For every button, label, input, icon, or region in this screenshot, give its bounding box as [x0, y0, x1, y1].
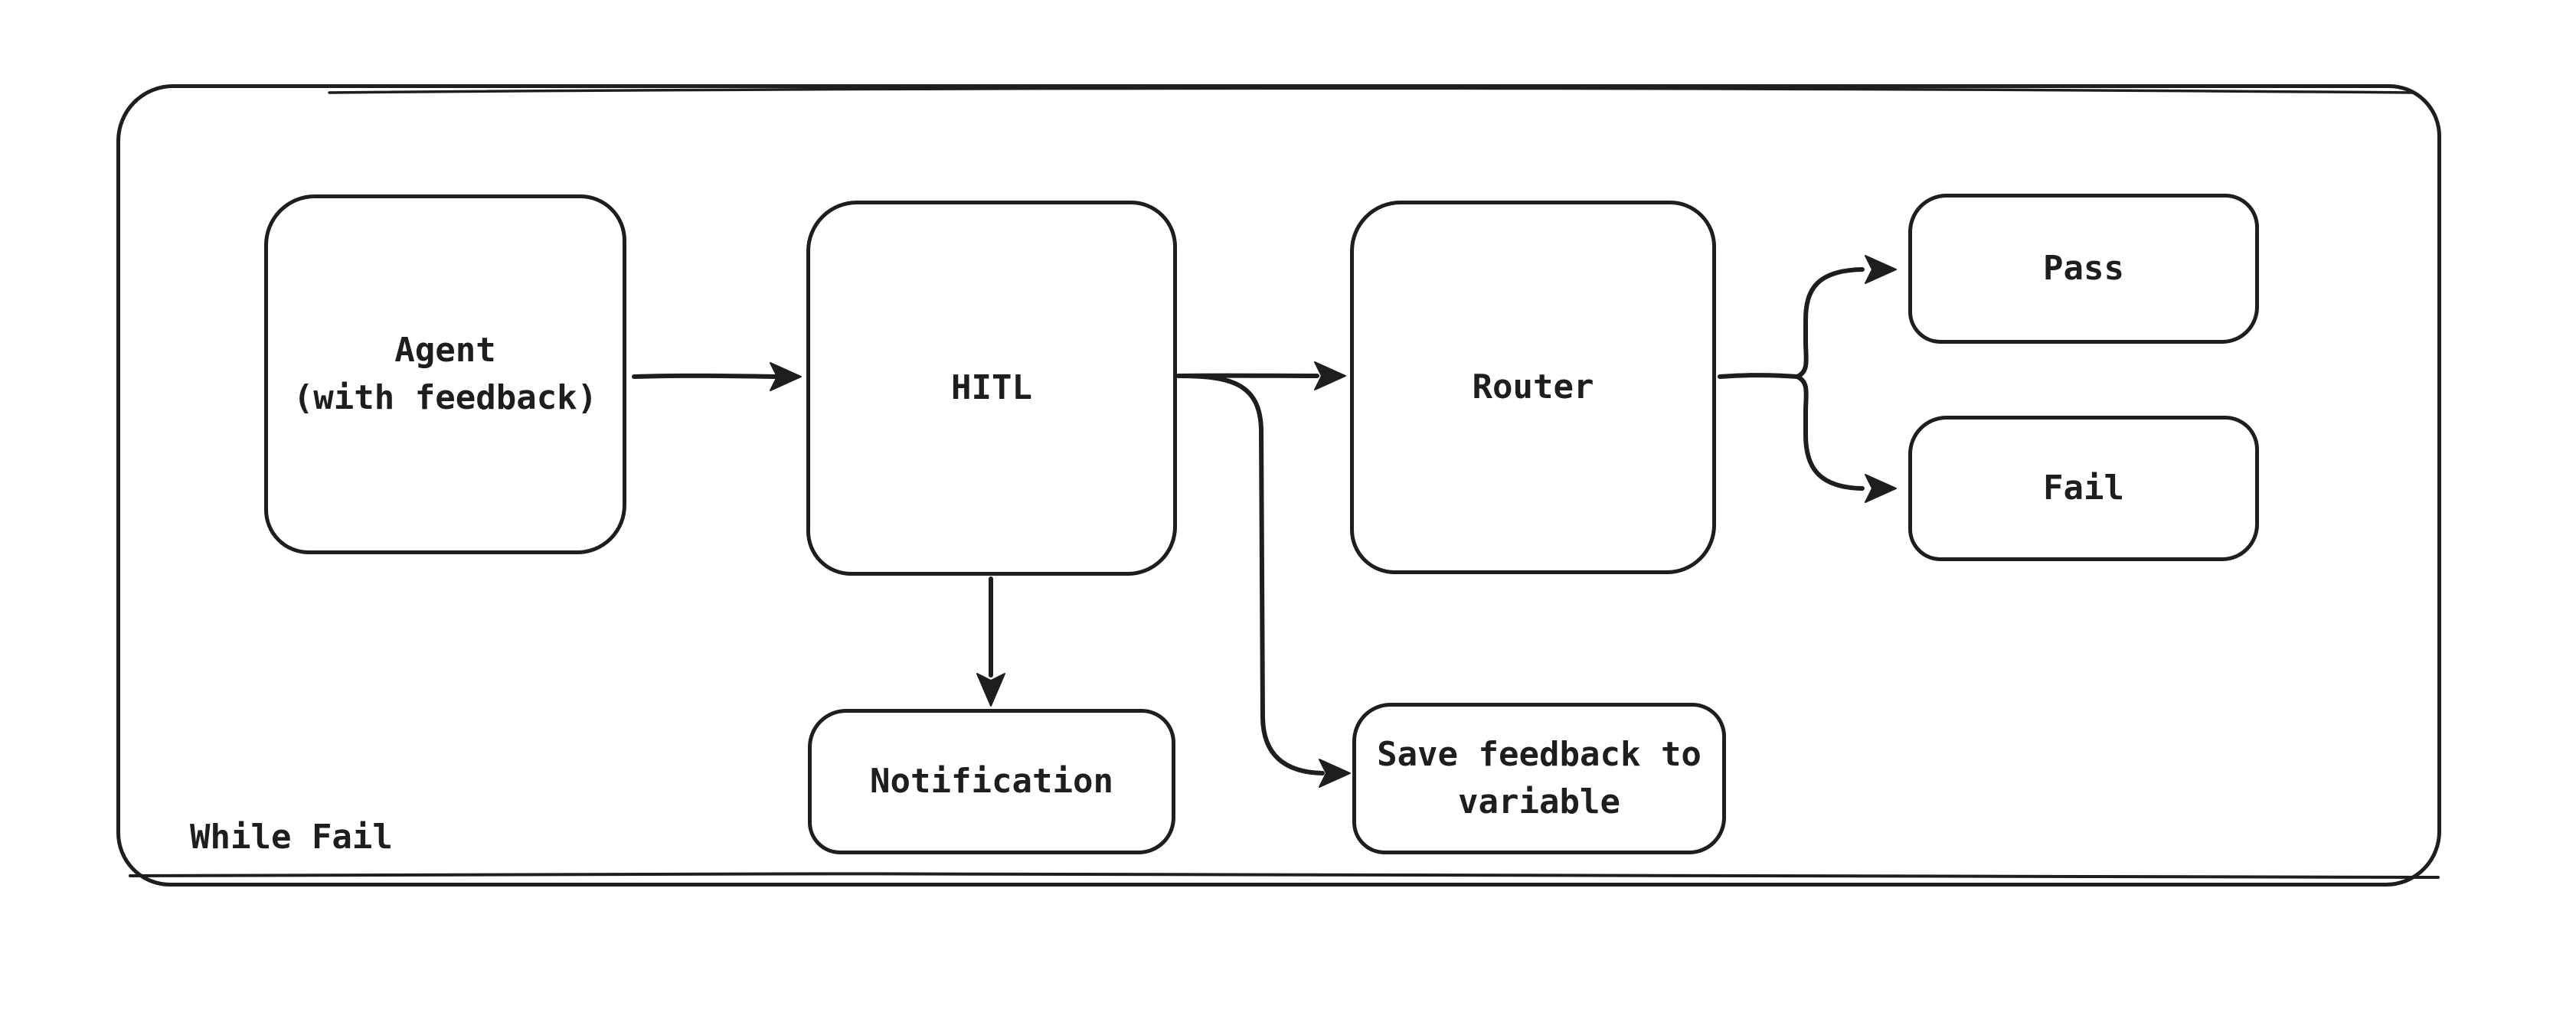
node-pass-label: Pass: [2043, 248, 2124, 288]
container-label: While Fail: [190, 818, 393, 857]
node-save-feedback: Save feedback to variable: [1352, 703, 1726, 854]
node-agent-label-line1: Agent: [394, 330, 496, 370]
node-pass: Pass: [1908, 194, 2259, 344]
while-fail-container: [116, 84, 2441, 887]
node-fail-label: Fail: [2043, 468, 2124, 508]
node-save-feedback-label-line2: variable: [1458, 782, 1620, 821]
node-notification: Notification: [808, 709, 1175, 854]
node-router: Router: [1350, 201, 1716, 574]
node-fail: Fail: [1908, 416, 2259, 561]
node-save-feedback-label-line1: Save feedback to: [1377, 734, 1702, 774]
node-hitl: HITL: [806, 201, 1177, 576]
node-agent-label-line2: (with feedback): [293, 378, 598, 417]
node-agent: Agent (with feedback): [264, 194, 626, 554]
node-router-label: Router: [1472, 367, 1594, 407]
node-notification-label: Notification: [870, 761, 1113, 801]
node-hitl-label: HITL: [951, 367, 1032, 407]
